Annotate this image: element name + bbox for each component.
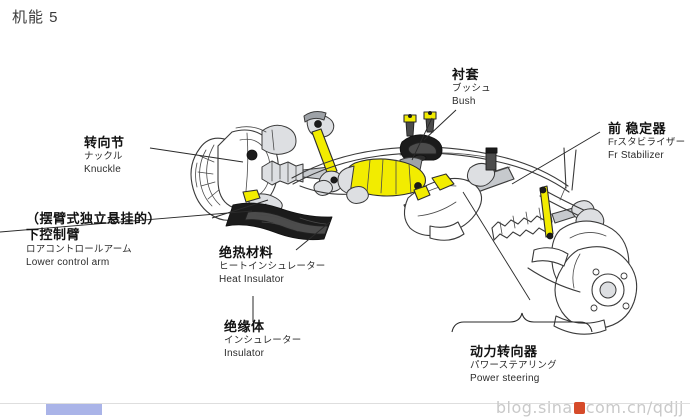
right-knuckle-assembly <box>527 147 638 335</box>
callout-lower-control-arm-cn-2: 下控制臂 <box>26 227 81 243</box>
left-side-linkage <box>299 185 369 204</box>
bottom-divider <box>0 403 690 404</box>
watermark-text-after: com.cn/qdjj <box>585 398 684 417</box>
callout-knuckle-jp: ナックル <box>84 150 123 162</box>
callout-lower-control-arm-cn-1: （摆臂式独立悬挂的） <box>26 211 162 226</box>
watermark-text-before: blog.sina <box>495 398 573 417</box>
callout-heat-insulator: 绝热材料 ヒートインシュレーター Heat Insulator <box>219 245 326 286</box>
bottom-selection-chip <box>46 404 102 415</box>
callout-bush-cn: 衬套 <box>452 67 480 82</box>
callout-fr-stabilizer-jp: Frスタビライザー <box>608 136 686 148</box>
callout-power-steering-en: Power steering <box>470 373 540 385</box>
callout-bush: 衬套 ブッシュ Bush <box>452 67 491 108</box>
callout-lower-control-arm-jp: ロアコントロールアーム <box>26 243 132 255</box>
page-title: 机能 5 <box>12 9 59 26</box>
callout-heat-insulator-jp: ヒートインシュレーター <box>219 260 326 272</box>
callout-fr-stabilizer-en: Fr Stabilizer <box>608 150 664 162</box>
callout-power-steering: 动力转向器 パワーステアリング Power steering <box>470 344 557 385</box>
heat-insulator-plate <box>225 202 333 241</box>
sina-logo-icon <box>573 402 585 414</box>
callout-knuckle-en: Knuckle <box>84 164 121 176</box>
watermark: blog.sina com.cn/qdjj <box>496 398 684 417</box>
callout-bush-jp: ブッシュ <box>452 82 491 94</box>
callout-lower-control-arm-en: Lower control arm <box>26 256 110 268</box>
callout-lower-control-arm: （摆臂式独立悬挂的） 下控制臂 ロアコントロールアーム Lower contro… <box>26 211 161 269</box>
callout-insulator-en: Insulator <box>224 348 265 360</box>
callout-knuckle: 转向节 ナックル Knuckle <box>84 135 125 176</box>
callout-insulator-cn: 绝缘体 <box>224 319 265 334</box>
callout-heat-insulator-en: Heat Insulator <box>219 274 285 286</box>
callout-bush-en: Bush <box>452 96 476 108</box>
callout-insulator-jp: インシュレーター <box>224 334 302 346</box>
callout-insulator: 绝缘体 インシュレーター Insulator <box>224 319 302 360</box>
callout-heat-insulator-cn: 绝热材料 <box>219 245 274 260</box>
callout-power-steering-cn: 动力转向器 <box>470 344 538 359</box>
callout-power-steering-jp: パワーステアリング <box>470 359 557 371</box>
callout-knuckle-cn: 转向节 <box>84 135 125 150</box>
callout-fr-stabilizer: 前 稳定器 Frスタビライザー Fr Stabilizer <box>608 121 686 162</box>
power-steering-gear-left-pod <box>337 158 426 197</box>
callout-fr-stabilizer-cn: 前 稳定器 <box>608 121 667 136</box>
